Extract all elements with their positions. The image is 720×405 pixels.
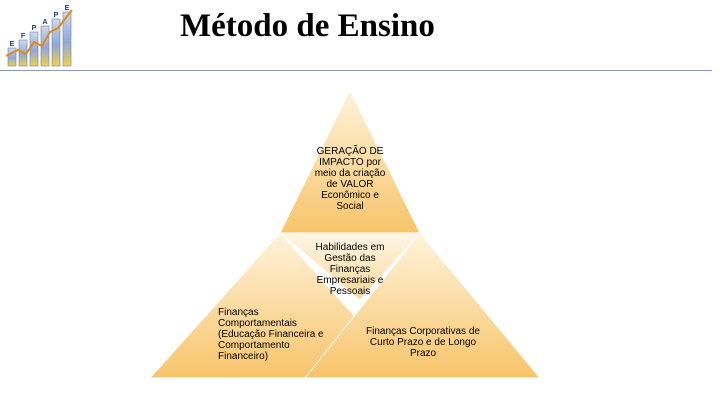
- pyramid-left-label: Finanças Comportamentais (Educação Finan…: [218, 307, 324, 362]
- logo-bar: [62, 11, 72, 67]
- logo-growth-line: [5, 9, 73, 57]
- efpape-logo: E F P A P E: [5, 5, 73, 67]
- logo-letter: P: [54, 12, 59, 19]
- logo-letter: A: [42, 19, 47, 26]
- page-title: Método de Ensino: [180, 8, 435, 44]
- logo-bar: [51, 18, 61, 67]
- pyramid-top-triangle: [279, 88, 421, 234]
- logo-letter: E: [65, 5, 70, 12]
- logo-letter: P: [32, 25, 37, 32]
- logo-letter: E: [10, 41, 15, 48]
- pyramid-right-triangle: [303, 232, 542, 379]
- pyramid-middle-label: Habilidades em Gestão das Finanças Empre…: [315, 242, 385, 297]
- title-divider: [0, 70, 712, 71]
- pyramid-right-label: Finanças Corporativas de Curto Prazo e d…: [366, 326, 480, 359]
- logo-bar: [7, 47, 17, 67]
- logo-letter: F: [21, 33, 26, 40]
- pyramid-top-label: GERAÇÃO DE IMPACTO por meio da criação d…: [314, 146, 386, 212]
